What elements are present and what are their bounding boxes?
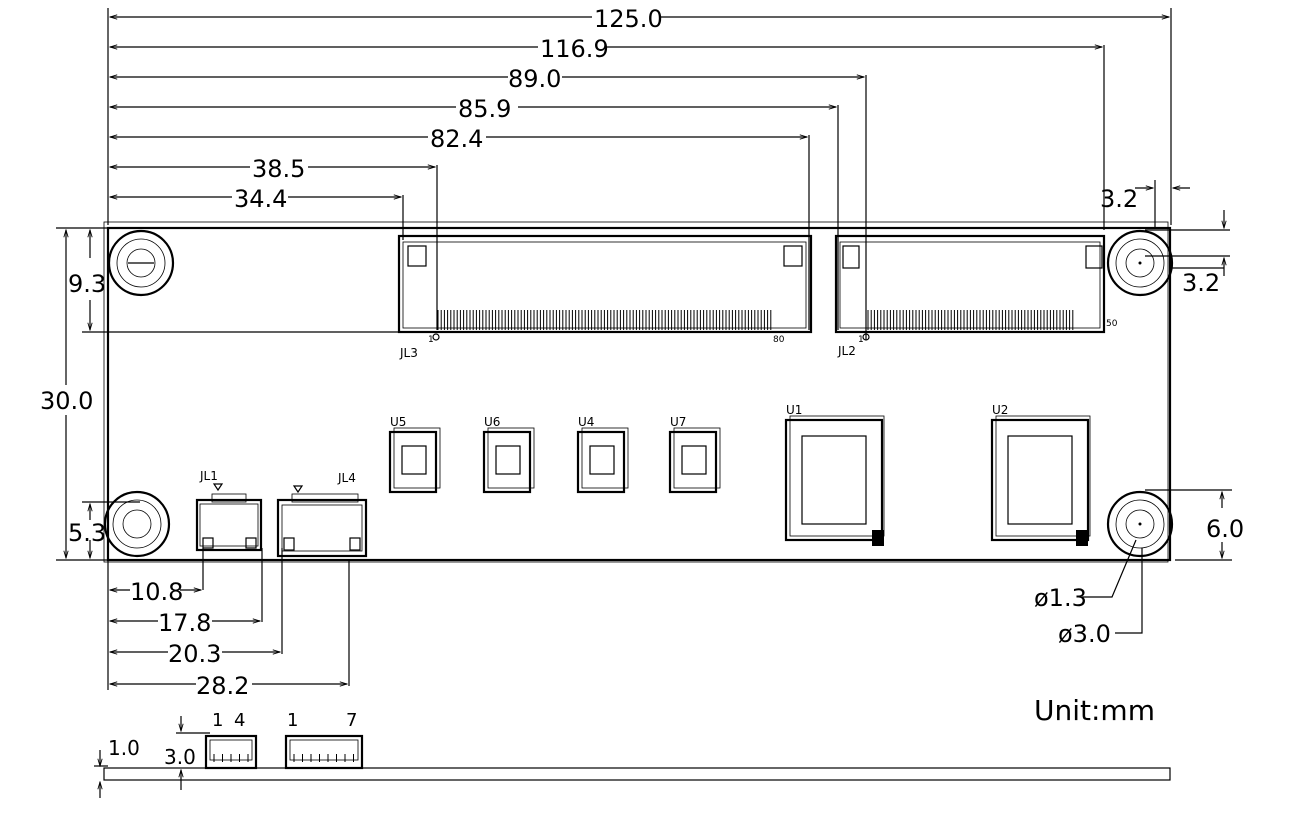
- chip-u6: U6: [482, 415, 535, 494]
- dim-116-9: 116.9: [540, 35, 609, 63]
- label-u5: U5: [390, 415, 406, 429]
- dim-3-2-right: 3.2: [1182, 269, 1220, 297]
- dim-17-8: 17.8: [158, 609, 211, 637]
- right-dimensions: 3.2 6.0 ø1.3 ø3.0: [1034, 210, 1244, 648]
- connector-jl1: JL1: [195, 469, 263, 552]
- pin-jl3-80: 80: [773, 335, 785, 345]
- dim-38-5: 38.5: [252, 155, 305, 183]
- pin-jl3-1: 1: [428, 335, 434, 345]
- chip-u2: U2: [990, 403, 1091, 546]
- dim-side-3-0: 3.0: [164, 745, 196, 769]
- dim-125: 125.0: [594, 5, 663, 33]
- label-jl4: JL4: [337, 471, 356, 485]
- chip-u5: U5: [388, 415, 441, 494]
- dim-82-4: 82.4: [430, 125, 483, 153]
- mounting-hole-top-right-icon: [1106, 229, 1174, 297]
- dim-20-3: 20.3: [168, 640, 221, 668]
- chip-u4: U4: [576, 415, 629, 494]
- mounting-hole-bottom-right-icon: [1106, 490, 1174, 558]
- dim-89: 89.0: [508, 65, 561, 93]
- mounting-hole-bottom-left-icon: [103, 490, 171, 558]
- mounting-hole-top-left-icon: [107, 229, 175, 297]
- dim-side-1-0: 1.0: [108, 736, 140, 760]
- bottom-dimensions: 10.8 17.8 20.3 28.2: [107, 548, 350, 700]
- label-u4: U4: [578, 415, 594, 429]
- top-dimensions: 125.0 116.9 89.0 85.9 82.4 38.5 34.4 3.2: [107, 5, 1190, 340]
- chip-u7: U7: [668, 415, 721, 494]
- dim-9-3: 9.3: [68, 270, 106, 298]
- side-pin-1b: 1: [287, 710, 298, 731]
- dim-34-4: 34.4: [234, 185, 287, 213]
- board-outline: [103, 221, 1172, 563]
- chip-u1: U1: [784, 403, 885, 546]
- side-connector-jl4: 1 7: [284, 710, 364, 770]
- side-pin-1a: 1: [212, 710, 223, 731]
- dim-30: 30.0: [40, 387, 93, 415]
- dim-hole-1-3: ø1.3: [1034, 584, 1087, 612]
- connector-jl2: JL2 1 50: [834, 234, 1118, 358]
- dim-hole-3-0: ø3.0: [1058, 620, 1111, 648]
- side-connector-jl1: 1 4: [204, 710, 258, 770]
- left-dimensions: 30.0 9.3 5.3: [40, 227, 440, 561]
- label-u1: U1: [786, 403, 802, 417]
- pin-jl2-1: 1: [858, 335, 864, 345]
- dim-10-8: 10.8: [130, 578, 183, 606]
- connector-jl3: JL3 1 80: [397, 234, 813, 360]
- dim-28-2: 28.2: [196, 672, 249, 700]
- label-u2: U2: [992, 403, 1008, 417]
- dim-85-9: 85.9: [458, 95, 511, 123]
- pin-jl2-50: 50: [1106, 319, 1118, 329]
- label-jl1: JL1: [199, 469, 218, 483]
- label-jl3: JL3: [399, 346, 418, 360]
- label-u7: U7: [670, 415, 686, 429]
- label-jl2: JL2: [837, 344, 856, 358]
- side-pin-7: 7: [346, 710, 357, 731]
- side-view: 1.0 3.0 1 4 1 7: [94, 710, 1171, 798]
- small-chips: U5 U6 U4 U7: [388, 415, 721, 494]
- dim-6: 6.0: [1206, 515, 1244, 543]
- connector-jl4: JL4: [276, 471, 368, 558]
- dim-3-2-top: 3.2: [1100, 185, 1138, 213]
- label-u6: U6: [484, 415, 500, 429]
- dim-5-3: 5.3: [68, 519, 106, 547]
- side-pin-4: 4: [234, 710, 245, 731]
- unit-label: Unit:mm: [1034, 694, 1155, 727]
